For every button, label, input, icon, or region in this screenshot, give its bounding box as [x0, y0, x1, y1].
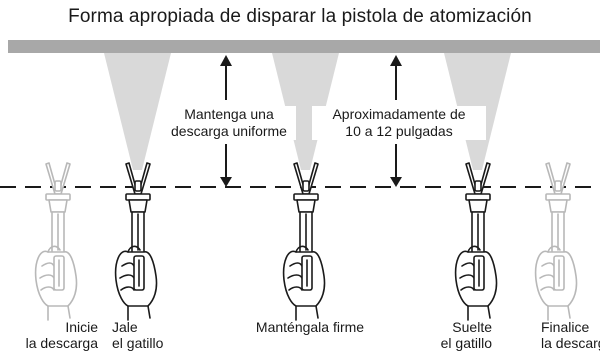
step-hold-line1: Manténgala firme: [255, 319, 365, 335]
spray-gun-hold-steady-icon: [282, 162, 326, 321]
step-start-line2: la descarga: [25, 335, 98, 351]
distance-arrow-left: [220, 55, 232, 187]
step-label-release-trigger: Suelte el gatillo: [420, 319, 492, 351]
step-start-line1: Inicie: [65, 319, 98, 335]
step-pull-line1: Jale: [112, 319, 138, 335]
step-label-start: Inicie la descarga: [0, 319, 98, 351]
keep-uniform-line2: descarga uniforme: [171, 123, 287, 139]
keep-uniform-line1: Mantenga una: [184, 106, 274, 122]
spray-gun-finish-icon: [534, 162, 578, 321]
step-label-hold-steady: Manténgala firme: [230, 319, 390, 335]
distance-line2: 10 a 12 pulgadas: [345, 123, 453, 139]
step-release-line1: Suelte: [452, 319, 492, 335]
step-pull-line2: el gatillo: [112, 335, 164, 351]
spray-gun-release-trigger-icon: [454, 162, 498, 321]
distance-arrow-right: [390, 55, 402, 187]
spray-cone-1: [104, 53, 171, 170]
step-release-line2: el gatillo: [440, 335, 492, 351]
spray-gun-start-icon: [34, 162, 78, 321]
distance-line1: Aproximadamente de: [332, 106, 466, 122]
spray-cone-2: [272, 53, 339, 170]
step-finish-line1: Finalice: [541, 319, 590, 335]
diagram-title: Forma apropiada de disparar la pistola d…: [68, 6, 532, 27]
spray-surface-bar: [8, 40, 600, 53]
step-finish-line2: la descarga: [541, 335, 600, 351]
keep-uniform-label: Mantenga una descarga uniforme: [162, 106, 296, 140]
step-label-pull-trigger: Jale el gatillo: [112, 319, 182, 351]
distance-label: Aproximadamente de 10 a 12 pulgadas: [312, 106, 486, 140]
step-label-finish: Finalice la descarga: [541, 319, 600, 351]
spray-gun-pull-trigger-icon: [114, 162, 158, 321]
